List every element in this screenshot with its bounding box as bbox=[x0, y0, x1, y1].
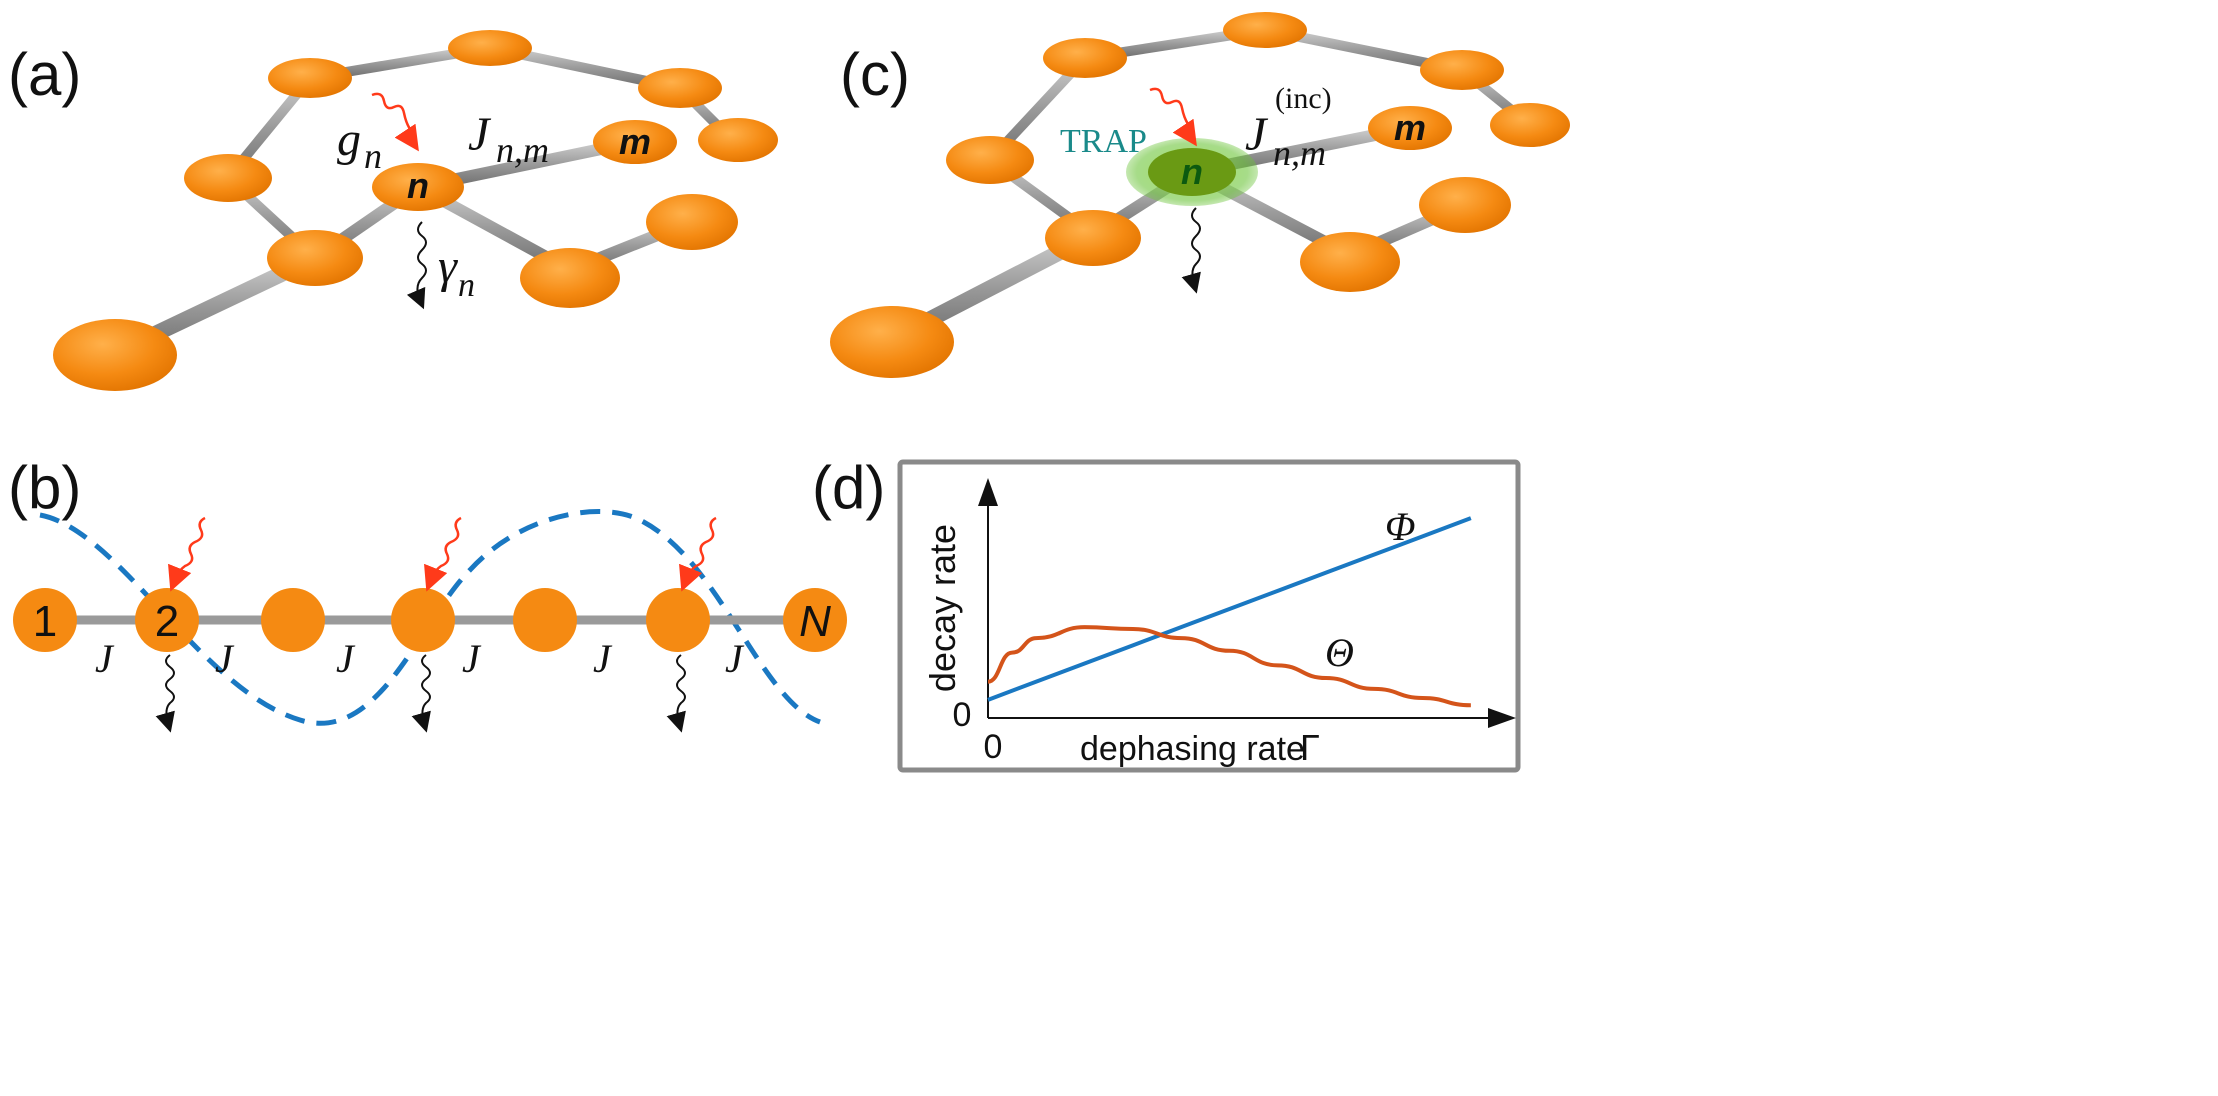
node-m-label: m bbox=[1394, 107, 1426, 148]
node-n bbox=[372, 163, 464, 211]
panel-c-nodes bbox=[830, 12, 1570, 378]
chain-node-1-label: 1 bbox=[33, 597, 57, 646]
chain-node-N bbox=[783, 588, 847, 652]
node bbox=[946, 136, 1034, 184]
gamma-subscript: n bbox=[458, 267, 475, 304]
panel-c: (c) n m bbox=[830, 12, 1570, 378]
node bbox=[184, 154, 272, 202]
chain-node-2 bbox=[135, 588, 199, 652]
coupling-label: J bbox=[95, 636, 115, 681]
chart-series bbox=[987, 516, 1472, 708]
incoming-photon-arrow bbox=[424, 516, 462, 592]
node bbox=[448, 30, 532, 66]
node bbox=[268, 58, 352, 98]
incoming-photon-arrow bbox=[1149, 87, 1197, 147]
incoming-photon-arrow bbox=[679, 516, 717, 592]
panel-b-label: (b) bbox=[8, 454, 81, 521]
node bbox=[646, 194, 738, 250]
panel-a-label: (a) bbox=[8, 41, 81, 108]
decay-arrow bbox=[1181, 207, 1201, 294]
node bbox=[698, 118, 778, 162]
trap-label: TRAP bbox=[1060, 123, 1147, 160]
chain-node-1 bbox=[13, 588, 77, 652]
j-inc-superscript: (inc) bbox=[1275, 82, 1332, 115]
node bbox=[1420, 50, 1504, 90]
theta-series-label: Θ bbox=[1325, 630, 1354, 675]
chain-nodes bbox=[13, 588, 847, 652]
j-label: J bbox=[468, 108, 492, 161]
node bbox=[1223, 12, 1307, 48]
incoming-photon-arrow bbox=[168, 516, 206, 592]
x-axis-label: dephasing rate bbox=[1080, 730, 1305, 768]
decay-arrow bbox=[155, 654, 175, 733]
node-n-label: n bbox=[1181, 151, 1203, 192]
g-label: g bbox=[337, 113, 361, 166]
coupling-label: J bbox=[215, 636, 235, 681]
theta-series-line bbox=[987, 625, 1471, 708]
j-subscript: n,m bbox=[496, 130, 549, 170]
panel-a: (a) n m bbox=[8, 30, 778, 391]
panel-b: (b) 1 2 N J J J J J J bbox=[8, 454, 847, 733]
panel-d-label: (d) bbox=[812, 454, 885, 521]
coupling-label: J bbox=[462, 636, 482, 681]
panel-c-label: (c) bbox=[840, 41, 910, 108]
j-inc-label: J bbox=[1245, 108, 1269, 161]
chain-node-4 bbox=[391, 588, 455, 652]
node bbox=[1419, 177, 1511, 233]
panel-a-nodes bbox=[53, 30, 778, 391]
coupling-label: J bbox=[593, 636, 613, 681]
coupling-label: J bbox=[336, 636, 356, 681]
incoming-photon-arrow bbox=[371, 92, 419, 152]
node bbox=[1045, 210, 1141, 266]
coupling-label: J bbox=[725, 636, 745, 681]
node-m-label: m bbox=[619, 121, 651, 162]
decay-arrow bbox=[666, 654, 686, 733]
node bbox=[53, 319, 177, 391]
chain-node-6 bbox=[646, 588, 710, 652]
decay-arrow bbox=[406, 221, 427, 310]
decay-arrow bbox=[411, 654, 431, 733]
phi-series-line bbox=[987, 516, 1472, 702]
node bbox=[1043, 38, 1127, 78]
node bbox=[638, 68, 722, 108]
node bbox=[267, 230, 363, 286]
node bbox=[520, 248, 620, 308]
gamma-label: γ bbox=[438, 240, 458, 293]
g-subscript: n bbox=[364, 136, 382, 176]
j-inc-subscript: n,m bbox=[1273, 133, 1326, 173]
node bbox=[1490, 103, 1570, 147]
chain-node-2-label: 2 bbox=[155, 597, 179, 646]
node bbox=[830, 306, 954, 378]
x-zero-label: 0 bbox=[984, 728, 1003, 766]
chain-node-5 bbox=[513, 588, 577, 652]
node-n-label: n bbox=[407, 165, 429, 206]
y-zero-label: 0 bbox=[953, 696, 972, 734]
node-m bbox=[593, 120, 677, 164]
chain-node-3 bbox=[261, 588, 325, 652]
node bbox=[1300, 232, 1400, 292]
node-m bbox=[1368, 106, 1452, 150]
y-axis-label: decay rate bbox=[922, 524, 963, 692]
chain-node-N-label: N bbox=[799, 597, 831, 646]
panel-d: (d) decay rate dephasing rate Γ 0 0 Φ Θ bbox=[812, 454, 1521, 773]
node-n-trap bbox=[1148, 148, 1236, 196]
phi-series-label: Φ bbox=[1385, 504, 1415, 549]
x-axis-symbol: Γ bbox=[1300, 727, 1320, 768]
